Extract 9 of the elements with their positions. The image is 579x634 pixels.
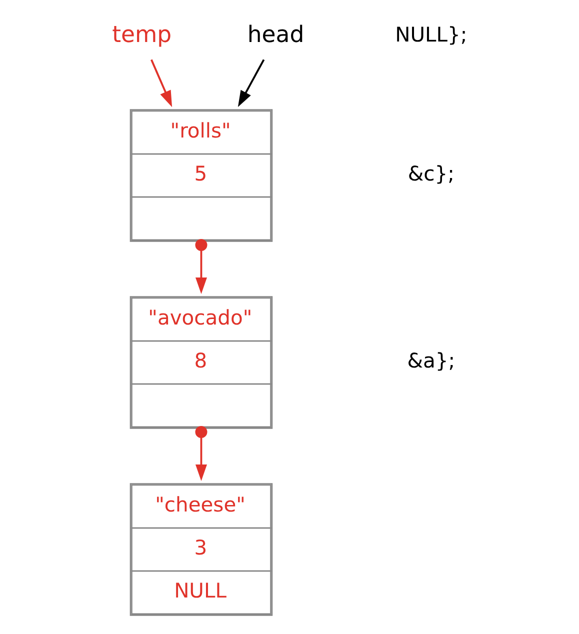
arrow [194,426,207,481]
arrow [194,239,207,294]
arrow [150,59,172,108]
arrow [237,59,264,108]
label: &c}; [407,161,454,186]
label: &a}; [406,348,455,372]
label: NULL}; [394,22,467,46]
node-text: temp [112,22,172,48]
node-text: head [246,22,304,48]
